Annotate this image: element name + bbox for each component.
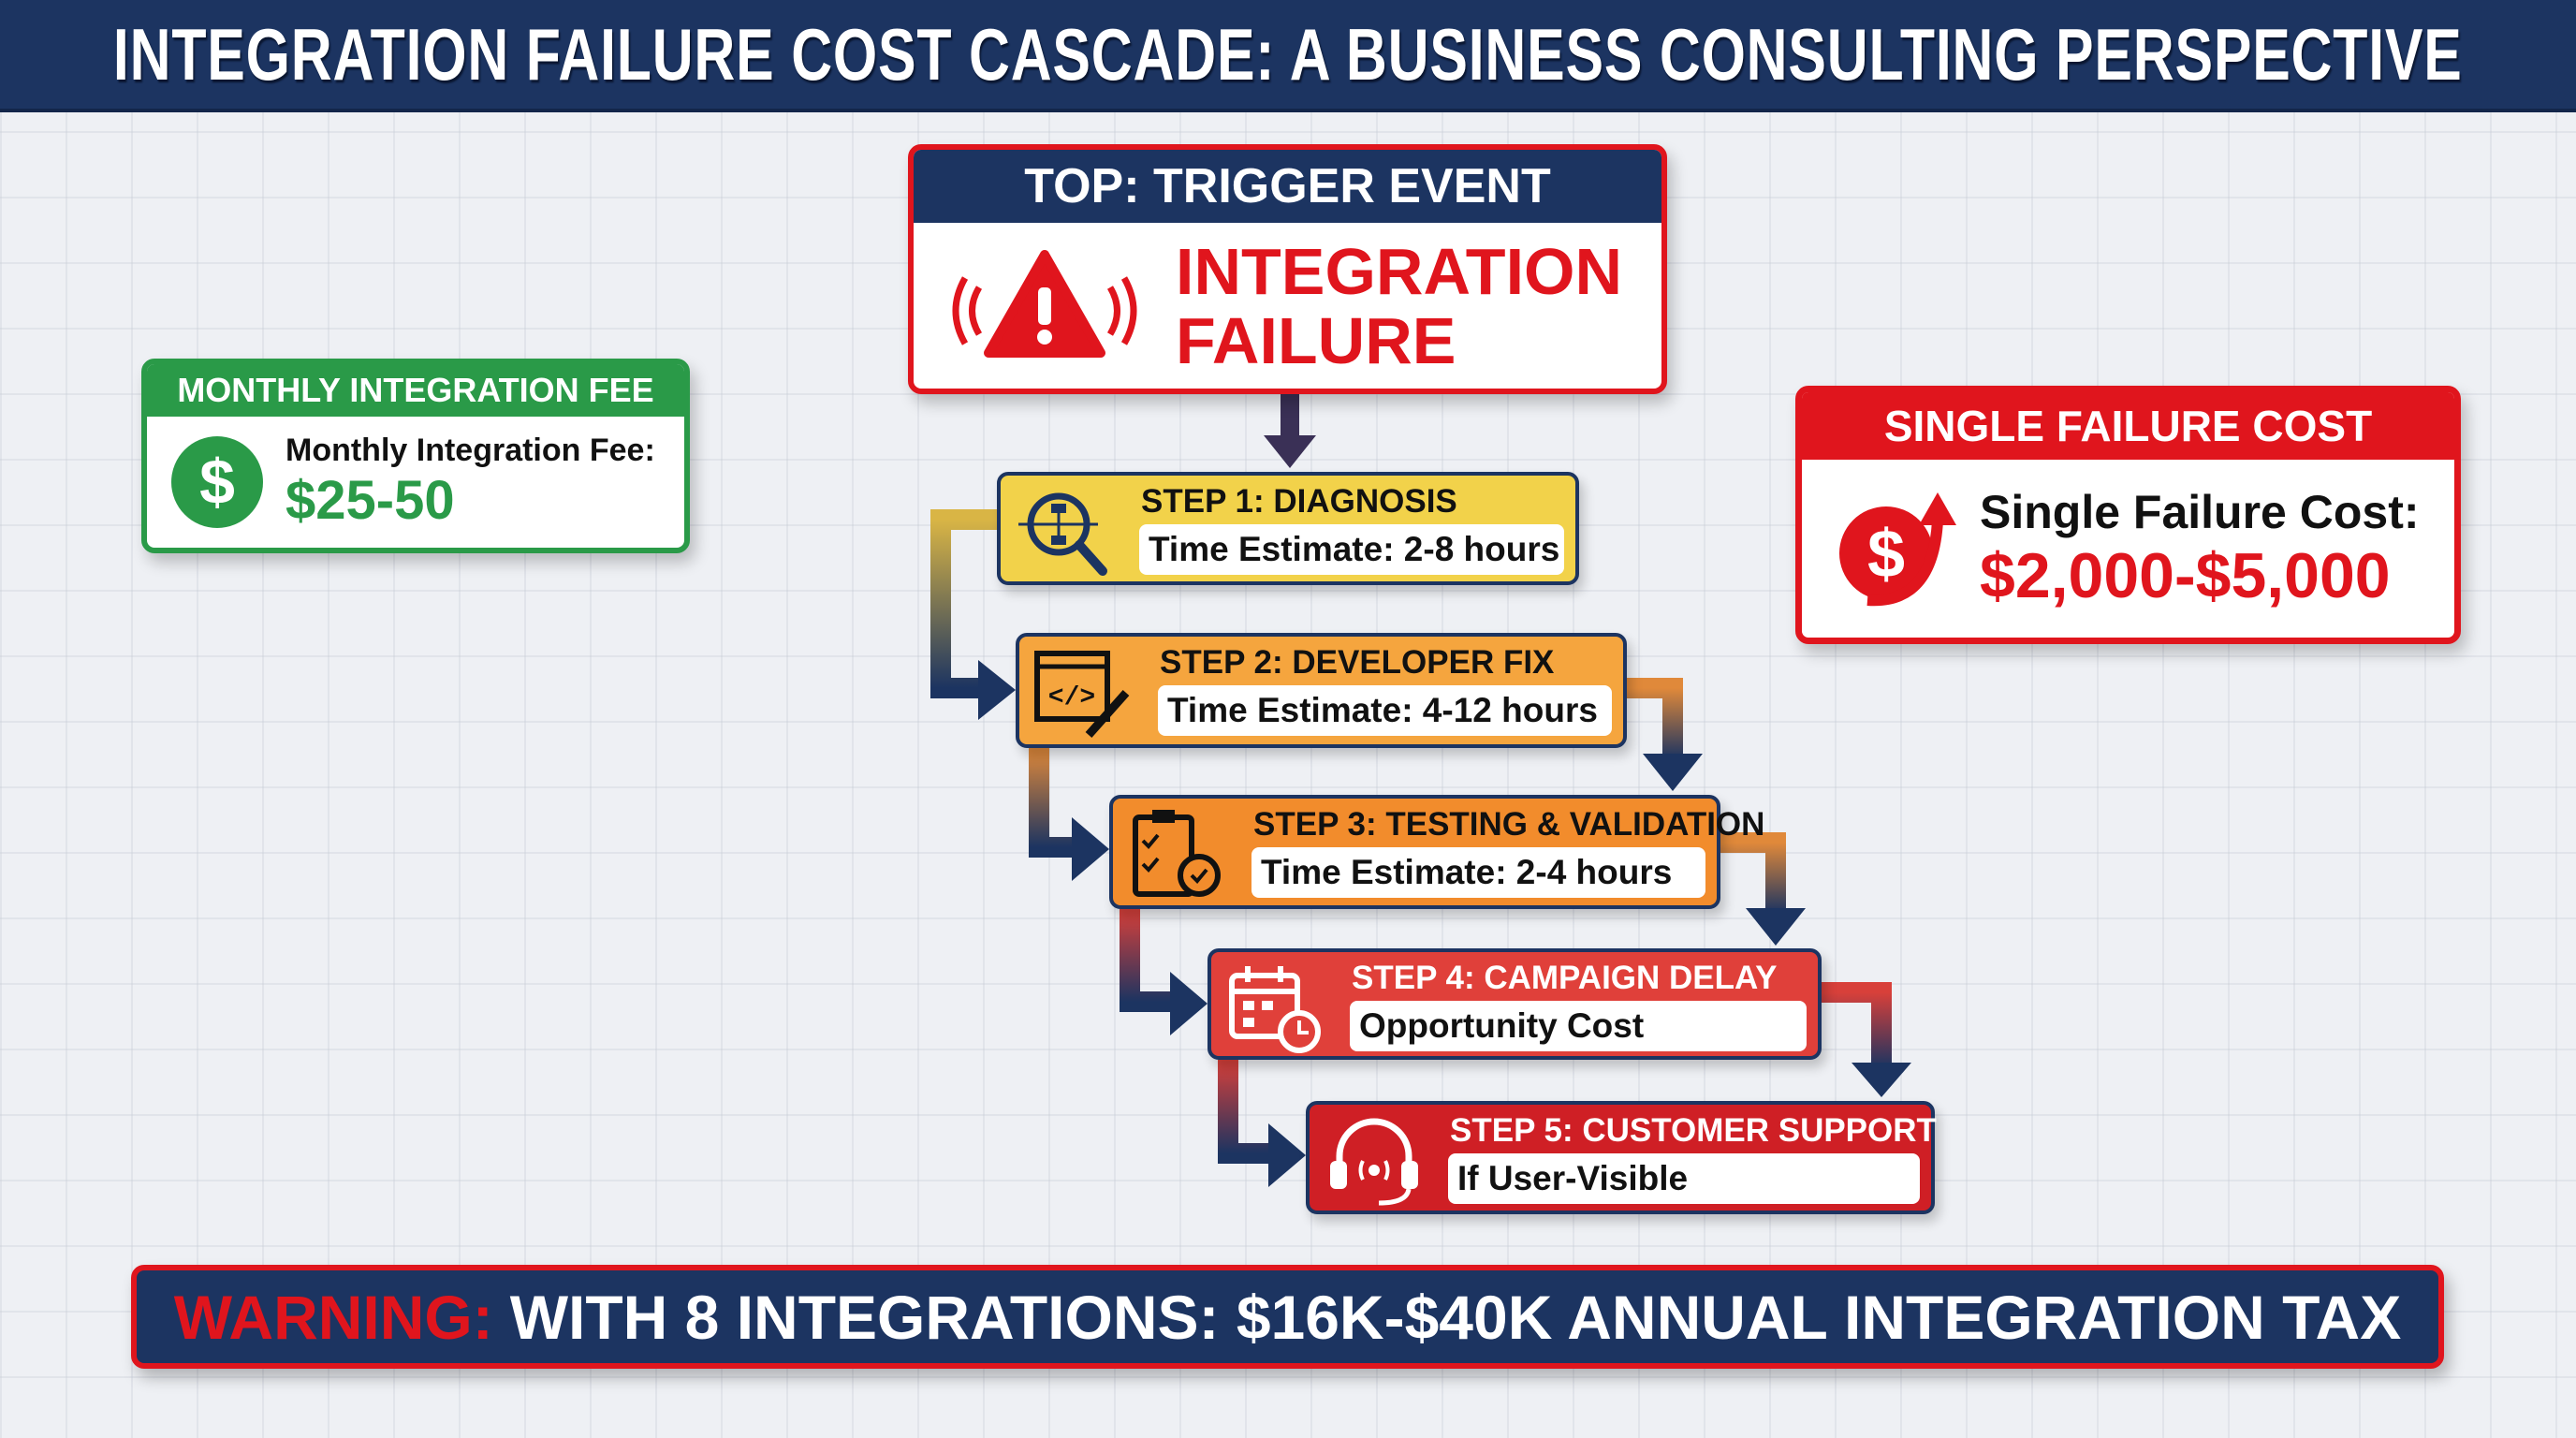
code-wrench-icon: </> (1034, 651, 1130, 738)
trigger-header: TOP: TRIGGER EVENT (914, 150, 1661, 223)
step-5-customer-support: STEP 5: CUSTOMER SUPPORT If User-Visible (1306, 1101, 1937, 1214)
page-title: INTEGRATION FAILURE COST CASCADE: A BUSI… (113, 12, 2463, 95)
step-1-diagnosis: STEP 1: DIAGNOSIS Time Estimate: 2-8 hou… (997, 472, 1579, 585)
step-3-testing-validation: STEP 3: TESTING & VALIDATION Time Estima… (1109, 795, 1764, 909)
single-label: Single Failure Cost: (1980, 486, 2420, 538)
alert-triangle-icon (952, 249, 1137, 358)
step-4-detail: Opportunity Cost (1350, 1001, 1807, 1051)
monthly-value: $25-50 (285, 470, 455, 531)
svg-text:</>: </> (1048, 683, 1095, 712)
monthly-fee-card: MONTHLY INTEGRATION FEE $ Monthly Integr… (141, 359, 690, 553)
step-2-title: STEP 2: DEVELOPER FIX (1160, 644, 1555, 681)
calendar-clock-icon (1229, 966, 1321, 1053)
step-1-title: STEP 1: DIAGNOSIS (1141, 483, 1457, 520)
dollar-coin-icon: $ (171, 436, 263, 528)
connector-2-3-right (1627, 678, 1703, 791)
magnifier-flowchart-icon (1018, 492, 1107, 576)
dollar-up-arrow-icon: $ (1839, 492, 1956, 607)
connector-4-5-left (1218, 1060, 1306, 1187)
step-3-detail: Time Estimate: 2-4 hours (1251, 847, 1705, 898)
step-1-detail: Time Estimate: 2-8 hours (1139, 524, 1564, 575)
step-4-campaign-delay: STEP 4: CAMPAIGN DELAY Opportunity Cost (1208, 948, 1822, 1060)
warning-prefix: WARNING: (173, 1282, 493, 1352)
svg-text:$: $ (1867, 517, 1905, 592)
step-2-developer-fix: </> STEP 2: DEVELOPER FIX Time Estimate:… (1016, 633, 1627, 748)
monthly-label: Monthly Integration Fee: (285, 433, 655, 468)
headset-icon (1330, 1118, 1418, 1206)
single-failure-cost-card: SINGLE FAILURE COST $ Single Failure Cos… (1795, 386, 2461, 644)
connector-3-4-left (1120, 909, 1208, 1035)
connector-3-4-right (1720, 832, 1806, 946)
monthly-header: MONTHLY INTEGRATION FEE (147, 364, 684, 417)
trigger-line-1: INTEGRATION (1176, 234, 1623, 308)
connector-2-3-left (1029, 748, 1109, 881)
trigger-line-2: FAILURE (1176, 303, 1456, 377)
clipboard-stopwatch-icon (1133, 810, 1221, 897)
warning-banner: WARNING: WITH 8 INTEGRATIONS: $16K-$40K … (131, 1265, 2444, 1369)
connector-1-2 (930, 509, 1016, 720)
trigger-down-arrow (1264, 394, 1316, 468)
single-value: $2,000-$5,000 (1980, 540, 2391, 611)
step-5-detail: If User-Visible (1448, 1153, 1920, 1204)
connector-4-5-right (1822, 982, 1911, 1097)
title-bar: INTEGRATION FAILURE COST CASCADE: A BUSI… (0, 0, 2576, 112)
step-2-detail: Time Estimate: 4-12 hours (1158, 685, 1612, 736)
step-3-title: STEP 3: TESTING & VALIDATION (1253, 806, 1765, 843)
step-5-title: STEP 5: CUSTOMER SUPPORT (1450, 1112, 1937, 1149)
step-4-title: STEP 4: CAMPAIGN DELAY (1352, 960, 1778, 996)
single-header: SINGLE FAILURE COST (1802, 392, 2454, 460)
warning-text: WITH 8 INTEGRATIONS: $16K-$40K ANNUAL IN… (509, 1282, 2402, 1352)
